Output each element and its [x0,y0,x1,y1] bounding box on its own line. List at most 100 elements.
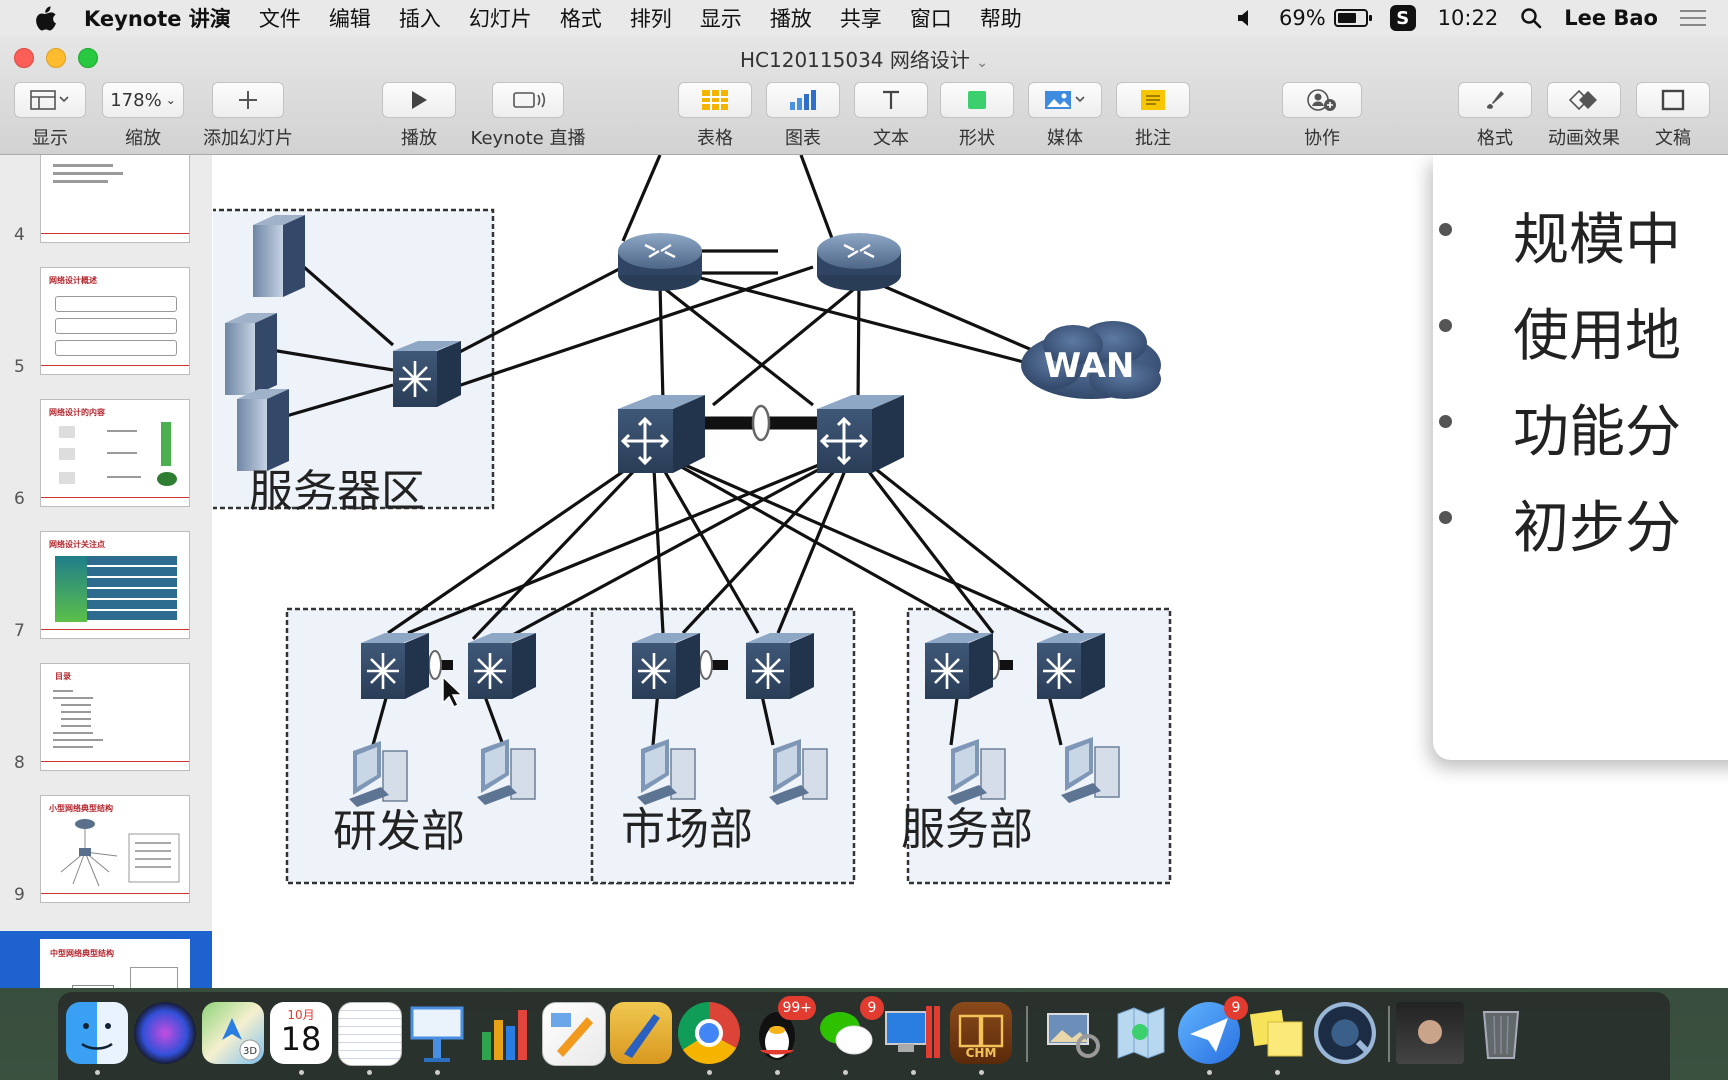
spotlight-search-icon[interactable] [1520,7,1542,29]
shape-tool[interactable]: 形状 [940,82,1014,150]
slide-canvas[interactable]: WAN 服务器区 研发部 市场部 服务部 规模中 使用地 功能分 初步分 [213,155,1728,988]
play-tool[interactable]: 播放 [382,82,456,150]
battery-icon[interactable] [1333,9,1372,27]
slide-thumbnail[interactable]: 网络设计的内容 [40,399,190,507]
wechat-icon[interactable]: 9 [814,996,884,1064]
slide-thumbnail-row[interactable]: 小型网络典型结构 9 [0,795,212,907]
title-bar: HC120115034 网络设计 ⌄ 显示 178%⌄ 缩放 添加幻灯片 播放 [0,36,1728,155]
play-icon [412,91,427,109]
siri-icon[interactable] [134,1002,196,1064]
keynote-live-tool[interactable]: Keynote 直播 [468,82,588,150]
menu-edit[interactable]: 编辑 [328,7,371,31]
mouse-cursor [442,675,464,708]
preview-app-icon[interactable] [610,1002,672,1064]
trash-can-icon [1482,1011,1520,1059]
slide-thumbnail[interactable]: 目录 [40,663,190,771]
feishu-icon[interactable]: 9 [1178,996,1248,1064]
notification-center-icon[interactable] [1680,8,1706,28]
maps-icon[interactable]: 3D [202,1002,264,1064]
numbers-icon[interactable] [474,1002,536,1064]
slide-thumbnail-row[interactable]: 网络设计关注点 7 [0,531,212,643]
bullet-item: 使用地 [1439,291,1681,372]
calendar-icon[interactable]: 10月 18 [270,1002,332,1064]
animate-tool[interactable]: 动画效果 [1542,82,1626,150]
quicktime-icon[interactable] [1314,1002,1376,1064]
trash-icon[interactable] [1470,1002,1532,1064]
slide-thumbnail-row[interactable]: 4 [0,155,212,247]
textedit-icon[interactable] [338,1002,402,1066]
menu-app-name[interactable]: Keynote 讲演 [84,7,231,31]
menu-format[interactable]: 格式 [559,7,602,31]
current-slide[interactable]: WAN 服务器区 研发部 市场部 服务部 规模中 使用地 功能分 初步分 [213,155,1728,988]
menu-insert[interactable]: 插入 [398,7,441,31]
slide-thumbnail[interactable]: 小型网络典型结构 [40,795,190,903]
comment-icon [1141,90,1165,110]
slide-number: 6 [14,489,25,509]
clock[interactable]: 10:22 [1437,6,1499,30]
comment-tool[interactable]: 批注 [1116,82,1190,150]
running-indicator [1207,1070,1212,1075]
menu-play[interactable]: 播放 [769,7,812,31]
menu-view[interactable]: 显示 [699,7,742,31]
finder-icon[interactable] [66,1002,128,1064]
zoom-tool[interactable]: 178%⌄ 缩放 [102,82,184,150]
add-slide-tool[interactable]: 添加幻灯片 [196,82,300,150]
slide-navigator[interactable]: 4 网络设计概述 5 网络设计的内容 6 [0,155,212,988]
slide-thumbnail[interactable] [40,155,190,243]
chart-tool[interactable]: 图表 [766,82,840,150]
input-method-icon[interactable]: S [1389,5,1416,31]
window-title[interactable]: HC120115034 网络设计 ⌄ [0,44,1728,73]
slide-number: 8 [14,753,25,773]
slide-thumbnail-row[interactable]: 目录 8 [0,663,212,775]
preview-icon[interactable] [1110,1002,1172,1064]
animate-icon [1569,89,1597,111]
document-tool[interactable]: 文稿 [1636,82,1710,150]
slide-thumbnail[interactable]: 网络设计概述 [40,267,190,375]
user-name[interactable]: Lee Bao [1564,6,1658,30]
document-icon [1661,89,1685,111]
apple-icon[interactable] [30,5,64,31]
slide-thumbnail[interactable]: 网络设计关注点 [40,531,190,639]
collaborate-icon [1307,89,1336,111]
minimize-button[interactable] [46,48,66,68]
pages-icon[interactable] [542,1002,606,1066]
menu-window[interactable]: 窗口 [909,7,952,31]
image-capture-icon[interactable] [1042,1002,1104,1064]
slide-thumbnail-row-selected[interactable]: 中型网络典型结构 [0,931,212,988]
menu-file[interactable]: 文件 [258,7,301,31]
screen-thumbnail-icon[interactable] [1396,1002,1464,1064]
view-tool[interactable]: 显示 [14,82,86,150]
collaborate-tool[interactable]: 协作 [1282,82,1362,150]
thumb-diagram [60,819,180,887]
slide-thumbnail-row[interactable]: 网络设计的内容 6 [0,399,212,511]
close-button[interactable] [14,48,34,68]
bullet-item: 规模中 [1439,195,1681,276]
format-tool[interactable]: 格式 [1458,82,1532,150]
finder-face-icon [81,1023,113,1050]
dock: 3D 10月 18 99+ 9 CHM 9 [58,992,1670,1080]
parallels-icon[interactable] [882,1002,944,1064]
keynote-icon[interactable] [406,1002,468,1064]
chrome-icon[interactable] [678,1002,740,1064]
menu-slide[interactable]: 幻灯片 [468,7,532,31]
paintbrush-icon [1487,91,1504,109]
text-icon [883,90,899,109]
table-tool[interactable]: 表格 [678,82,752,150]
text-tool[interactable]: 文本 [854,82,928,150]
running-indicator [299,1070,304,1075]
media-tool[interactable]: 媒体 [1028,82,1102,150]
menu-share[interactable]: 共享 [839,7,882,31]
calendar-day: 18 [280,1020,322,1058]
collaborate-label: 协作 [1304,128,1340,149]
stickies-icon[interactable] [1246,1002,1308,1064]
slide-thumbnail-row[interactable]: 网络设计概述 5 [0,267,212,379]
volume-icon[interactable] [1235,7,1257,29]
slide-thumbnail[interactable]: 中型网络典型结构 [40,939,190,988]
qq-icon[interactable]: 99+ [746,996,816,1064]
menu-help[interactable]: 帮助 [979,7,1022,31]
zoom-button[interactable] [78,48,98,68]
plus-icon [239,91,257,109]
screen-thumb-photo [1418,1020,1442,1044]
menu-arrange[interactable]: 排列 [629,7,672,31]
chm-reader-icon[interactable]: CHM [950,1002,1012,1064]
